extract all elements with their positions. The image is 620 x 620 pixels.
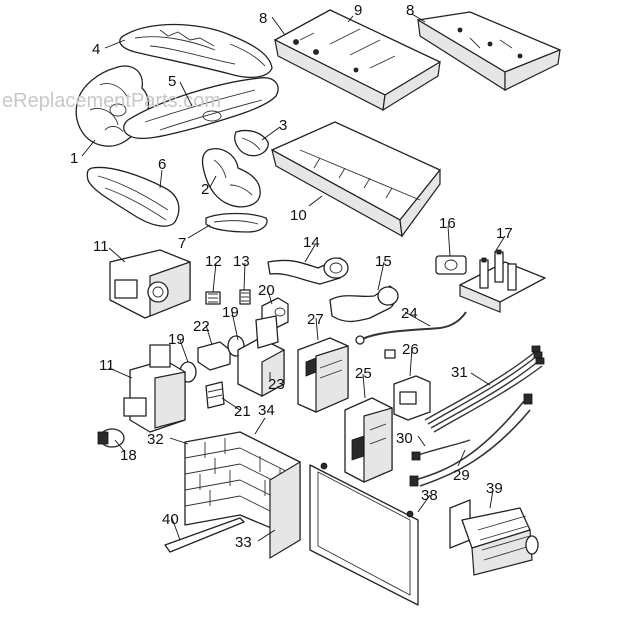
- leader-lines: [81, 13, 506, 542]
- log-5: [123, 77, 279, 140]
- knob-18: [97, 428, 125, 448]
- log-6: [86, 166, 180, 227]
- fitting-21: [205, 381, 225, 409]
- callout-8-right: 8: [406, 2, 414, 19]
- callout-3: 3: [279, 117, 287, 134]
- callout-22: 22: [193, 318, 210, 335]
- callout-13: 13: [233, 253, 250, 270]
- manifold-14: [267, 257, 349, 285]
- blower-39: [449, 499, 539, 576]
- panel-8: [417, 11, 561, 92]
- callout-31: 31: [451, 364, 468, 381]
- callout-9: 9: [354, 2, 362, 19]
- gasket-16: [435, 255, 467, 275]
- log-4: [119, 23, 273, 79]
- callout-10: 10: [290, 207, 307, 224]
- callout-18: 18: [120, 447, 137, 464]
- callout-24: 24: [401, 305, 418, 322]
- callout-38: 38: [421, 487, 438, 504]
- callout-26: 26: [402, 341, 419, 358]
- callout-34: 34: [258, 402, 275, 419]
- glass-frame-38: [309, 462, 419, 606]
- callout-29: 29: [453, 467, 470, 484]
- callout-5: 5: [168, 73, 176, 90]
- callout-6: 6: [158, 156, 166, 173]
- log-7: [205, 212, 268, 233]
- regulator-23: [237, 315, 285, 398]
- pilot-assembly-17: [459, 249, 546, 313]
- callout-39: 39: [486, 480, 503, 497]
- callout-33: 33: [235, 534, 252, 551]
- callout-1: 1: [70, 150, 78, 167]
- log-2: [201, 148, 261, 208]
- switch-26: [393, 375, 431, 421]
- callout-15: 15: [375, 253, 392, 270]
- callout-11-lower: 11: [99, 357, 115, 374]
- callout-19-left: 19: [168, 331, 185, 348]
- watermark: eReplacementParts.com: [2, 90, 221, 112]
- log-3: [234, 129, 269, 157]
- callout-25: 25: [355, 365, 372, 382]
- module-27: [297, 337, 349, 413]
- valve-11-lower: [123, 344, 186, 433]
- callout-7: 7: [178, 235, 186, 252]
- callout-12: 12: [205, 253, 222, 270]
- callout-11-upper: 11: [93, 238, 109, 255]
- callout-32: 32: [147, 431, 164, 448]
- callout-19-right: 19: [222, 304, 239, 321]
- callout-14: 14: [303, 234, 320, 251]
- connector-22: [197, 341, 231, 371]
- callout-40: 40: [162, 511, 179, 528]
- callout-20: 20: [258, 282, 275, 299]
- panel-9: [274, 9, 441, 112]
- bracket-40: [164, 517, 245, 553]
- fitting-12: [205, 291, 221, 305]
- callout-16: 16: [439, 215, 456, 232]
- callout-2: 2: [201, 181, 209, 198]
- side-panel-33: [269, 460, 301, 560]
- callout-8-left: 8: [259, 10, 267, 27]
- wire-29: [409, 393, 533, 487]
- wire-30: [411, 439, 471, 461]
- valve-11-upper: [109, 249, 191, 319]
- callout-labels: 4 5 3 1 2 6 7 8 9 8 10 11 11 12 13 14 15…: [70, 2, 513, 551]
- callout-23: 23: [268, 376, 285, 393]
- fitting-13: [239, 289, 251, 305]
- manifold-15: [329, 285, 399, 323]
- pilot-tube-24: [355, 311, 467, 359]
- callout-30: 30: [396, 430, 413, 447]
- callout-17: 17: [496, 225, 513, 242]
- wire-harness-31: [424, 345, 545, 433]
- control-board-25: [344, 397, 393, 483]
- callout-27: 27: [307, 311, 324, 328]
- callout-21: 21: [234, 403, 251, 420]
- callout-4: 4: [92, 41, 100, 58]
- panel-10: [271, 121, 441, 238]
